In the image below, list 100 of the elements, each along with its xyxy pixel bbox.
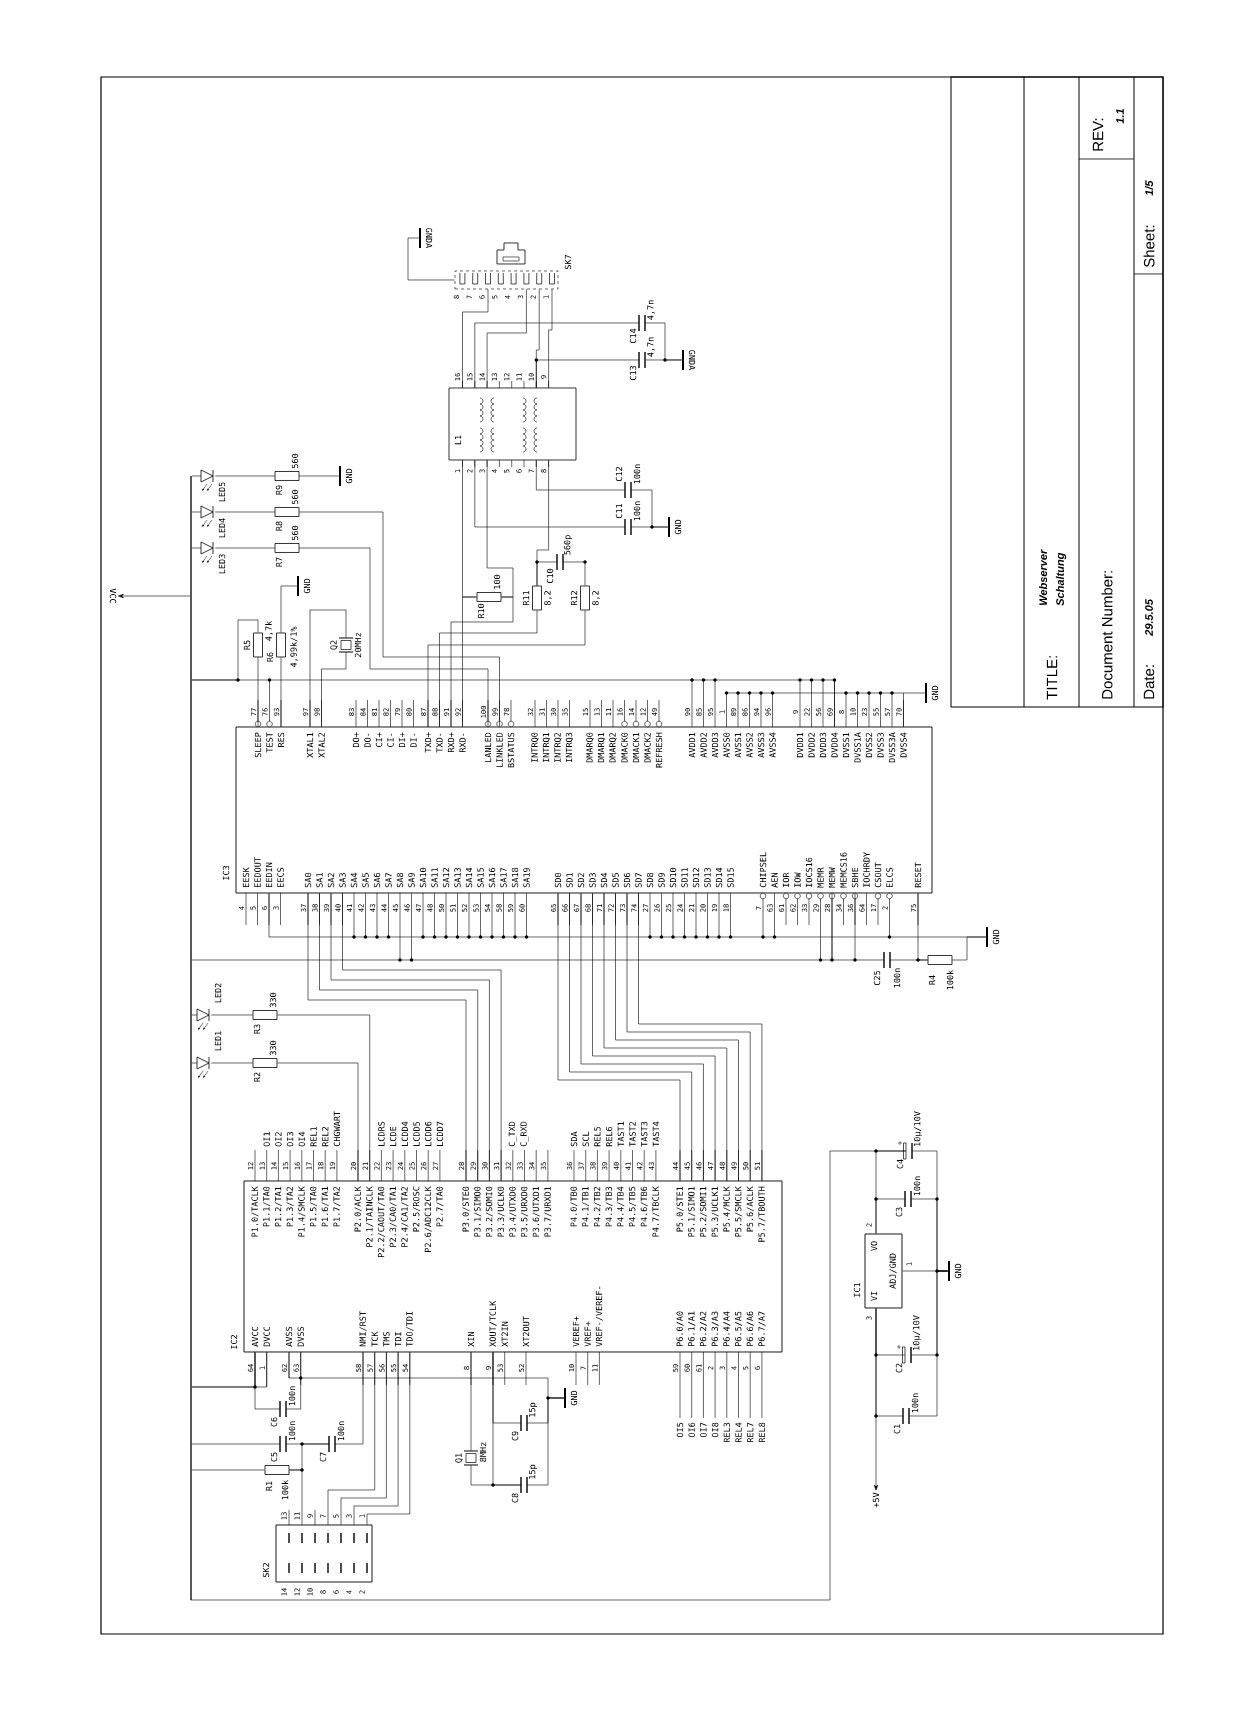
pin-label: DMACK1 (632, 732, 640, 763)
component-value: 560p (563, 535, 573, 555)
pin-label: P6.2/A2 (699, 1311, 707, 1346)
pin-label: SD14 (715, 867, 723, 888)
pin-label: P2.6/ADC12CLK (424, 1186, 432, 1252)
wire (644, 322, 683, 361)
pin-label: SD3 (589, 873, 596, 888)
wire (474, 460, 626, 528)
pin-label: P2.1/TAINCLK (366, 1186, 374, 1247)
component-value: 330 (269, 992, 277, 1008)
title-field-label: REV: (1092, 118, 1104, 151)
component-label: C11 (615, 503, 623, 519)
pin-label: DVSS3A (888, 732, 896, 763)
component-label: C4 (896, 1159, 904, 1169)
net-label: OI1 (263, 1132, 270, 1147)
pin-label: P3.0/STE0 (462, 1186, 470, 1232)
wire (353, 1352, 399, 1525)
pin-label: CSOUT (874, 862, 882, 888)
wire (407, 237, 455, 281)
wire (630, 489, 669, 528)
pin-label: EECS (277, 867, 284, 887)
component-label: R11 (522, 590, 530, 606)
ground-label: GND (570, 1390, 578, 1406)
pin-label: P1.5/TA0 (309, 1186, 318, 1227)
pin-label: TCK (371, 1331, 378, 1347)
net-label: REL4 (735, 1422, 742, 1443)
component-label: C13 (629, 365, 637, 381)
pin-label: P6.1/A1 (688, 1311, 696, 1346)
pin-label: SA5 (362, 873, 369, 888)
pin-label: P6.3/A3 (711, 1311, 719, 1346)
pin-label: INTRQ1 (542, 732, 551, 763)
pin-label: SA9 (408, 873, 415, 888)
pin-label: INTRQ3 (565, 732, 574, 763)
wire (470, 1352, 472, 1452)
pin-label: P1.0/TACLK (251, 1186, 259, 1237)
component-label: LED2 (214, 983, 222, 1003)
pin-label: SD2 (577, 873, 585, 888)
wire (569, 893, 692, 1181)
wire (280, 585, 298, 633)
component-label: C12 (615, 467, 623, 482)
pin-label: P3.5/URXD0 (520, 1186, 529, 1237)
pin-label: P2.0/ACLK (354, 1186, 362, 1232)
wire (191, 511, 202, 513)
pin-label: XT2OUT (522, 1316, 530, 1347)
ground-label: GND (992, 929, 1000, 945)
pin-label: SLEEP (254, 732, 262, 758)
pin-label: P6.7/A7 (758, 1311, 766, 1346)
net-label: LCDD6 (425, 1121, 432, 1146)
pin-label: CI+ (375, 732, 383, 747)
pin-label: SD8 (646, 872, 654, 888)
net-label: CHGWART (333, 1111, 341, 1147)
wire (562, 561, 586, 586)
pin-label: RESET (914, 862, 922, 888)
pin-label: SA3 (339, 873, 346, 888)
component-label: R8 (275, 521, 283, 531)
pin-label: CHIPSEL (759, 852, 767, 888)
component-label: R10 (477, 603, 485, 619)
pin-label: SA2 (327, 873, 335, 888)
wire (191, 1062, 198, 1064)
pin-label: REFRESH (655, 732, 663, 768)
net-label: REL2 (322, 1127, 329, 1147)
pin-label: DMARQ2 (609, 732, 617, 763)
component-label: R12 (570, 591, 578, 606)
pin-label: INTRQ0 (531, 732, 539, 763)
wire (334, 1352, 364, 1445)
pin-label: VREF-/VEREF- (595, 1286, 603, 1347)
component-value: 100n (288, 1421, 296, 1441)
pin-label: MEMW (828, 867, 836, 888)
wire (321, 651, 347, 727)
pin-label: DVSS1 (842, 732, 850, 758)
pin-label: SD6 (623, 873, 631, 888)
pin-label: P2.5/ROSC (412, 1186, 421, 1232)
pin-label: RES (277, 732, 285, 747)
pin-label: DVSS (297, 1326, 304, 1347)
net-label: OI3 (286, 1132, 294, 1147)
pin-label: SD15 (727, 868, 734, 888)
pin-label: SD9 (658, 873, 665, 888)
wire (210, 1014, 253, 1016)
wire (592, 893, 716, 1181)
pin-label: SD4 (600, 872, 608, 888)
wire (299, 475, 340, 477)
pin-label: DVSS2 (865, 732, 873, 758)
pin-label: AVDD1 (688, 732, 696, 758)
component-label: R2 (253, 1072, 261, 1082)
pin-label: SA1 (316, 873, 323, 888)
connector-label: SK7 (564, 254, 572, 270)
wire (288, 1352, 565, 1399)
net-label: LCDE (389, 1126, 397, 1146)
pin-label: EEDIN (265, 862, 273, 887)
pin-label: VEREF+ (572, 1316, 580, 1347)
wire (580, 893, 704, 1181)
pin-label: SA15 (477, 868, 484, 888)
component-label: C6 (270, 1417, 278, 1427)
wire (327, 1352, 375, 1525)
wire (536, 460, 626, 491)
pin-label: P3.4/UTXD0 (509, 1186, 517, 1237)
component-label: R5 (243, 640, 251, 650)
component-value: 560 (291, 489, 299, 505)
pin-label: SA12 (442, 868, 450, 888)
pin-label: XOUT/TCLK (489, 1300, 497, 1347)
